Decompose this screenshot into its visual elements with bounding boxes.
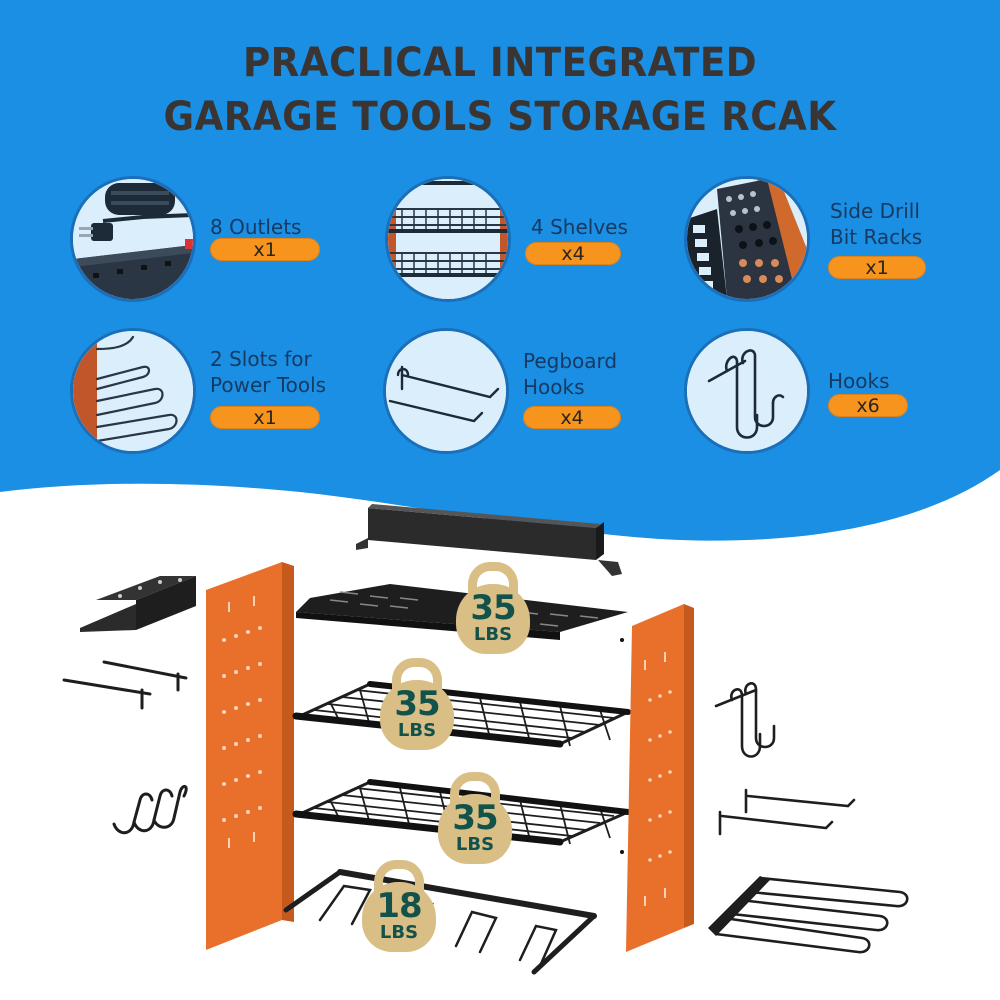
kettlebell-icon: 35 LBS [456,584,530,654]
feature-label-line-1: 8 Outlets [210,215,302,239]
feature-label-line-1: 2 Slots for [210,347,312,371]
quantity-pill: x1 [210,406,320,429]
quantity-pill: x4 [525,242,621,265]
quantity-pill: x1 [210,238,320,261]
load-unit: LBS [473,624,513,645]
load-badge-wire-shelf-1: 35 LBS [380,658,454,750]
load-unit: LBS [397,720,437,741]
kettlebell-handle-icon [374,860,424,898]
kettlebell-handle-icon [392,658,442,696]
power-tool-slots-icon [70,328,196,454]
page-title: PRACLICAL INTEGRATED GARAGE TOOLS STORAG… [35,36,965,144]
power-tool-rack-right [708,876,909,954]
pegboard-hooks-right [718,788,856,836]
feature-label: 4 Shelves [531,214,628,240]
kettlebell-handle-icon [450,772,500,810]
load-value: 18 [376,886,422,926]
quantity-pill: x1 [828,256,926,279]
feature-label-line-1: 4 Shelves [531,215,628,239]
feature-label-line-1: Hooks [828,369,890,393]
quantity-pill: x4 [523,406,621,429]
feature-label: 8 Outlets [210,214,301,240]
load-badge-solid-shelf: 35 LBS [456,562,530,654]
kettlebell-icon: 18 LBS [362,882,436,952]
pegboard-hooks-icon [383,328,509,454]
drill-bit-rack-icon [684,176,810,302]
wire-shelf-1 [292,681,634,748]
feature-label-line-2: Bit Racks [830,225,923,249]
load-value: 35 [470,588,516,628]
feature-shelves: 4 Shelves x4 [385,176,685,306]
title-line-2: GARAGE TOOLS STORAGE RCAK [163,94,837,140]
left-side-panel [206,562,294,950]
feature-drill-bit-racks: Side Drill Bit Racks x1 [684,176,984,306]
load-badge-power-tool-rack: 18 LBS [362,860,436,952]
feature-label-line-1: Pegboard [523,349,618,373]
feature-label: Hooks [828,368,890,394]
load-unit: LBS [455,834,495,855]
right-side-panel [620,604,694,952]
wire-shelves-icon [385,176,511,302]
feature-label-line-1: Side Drill [830,199,920,223]
feature-outlets: 8 Outlets x1 [70,176,370,306]
feature-pegboard-hooks: Pegboard Hooks x4 [383,328,683,458]
title-line-1: PRACLICAL INTEGRATED [242,40,758,86]
s-hooks-icon [684,328,810,454]
load-unit: LBS [379,922,419,943]
load-value: 35 [452,798,498,838]
quantity-pill: x6 [828,394,908,417]
kettlebell-icon: 35 LBS [380,680,454,750]
power-strip [356,504,622,576]
pegboard-hooks-left [62,660,188,710]
power-strip-icon [70,176,196,302]
feature-label-line-2: Power Tools [210,373,327,397]
feature-hooks: Hooks x6 [684,328,984,458]
feature-label: Pegboard Hooks [523,348,617,400]
s-hooks-left [112,785,188,835]
feature-label-line-2: Hooks [523,375,585,399]
feature-label: 2 Slots for Power Tools [210,346,326,398]
feature-power-tool-slots: 2 Slots for Power Tools x1 [70,328,370,458]
kettlebell-icon: 35 LBS [438,794,512,864]
load-badge-wire-shelf-2: 35 LBS [438,772,512,864]
drill-bit-rack [80,576,196,632]
s-hooks-right [714,682,776,758]
load-value: 35 [394,684,440,724]
power-tool-rack [283,869,597,975]
kettlebell-handle-icon [468,562,518,600]
feature-label: Side Drill Bit Racks [830,198,922,250]
